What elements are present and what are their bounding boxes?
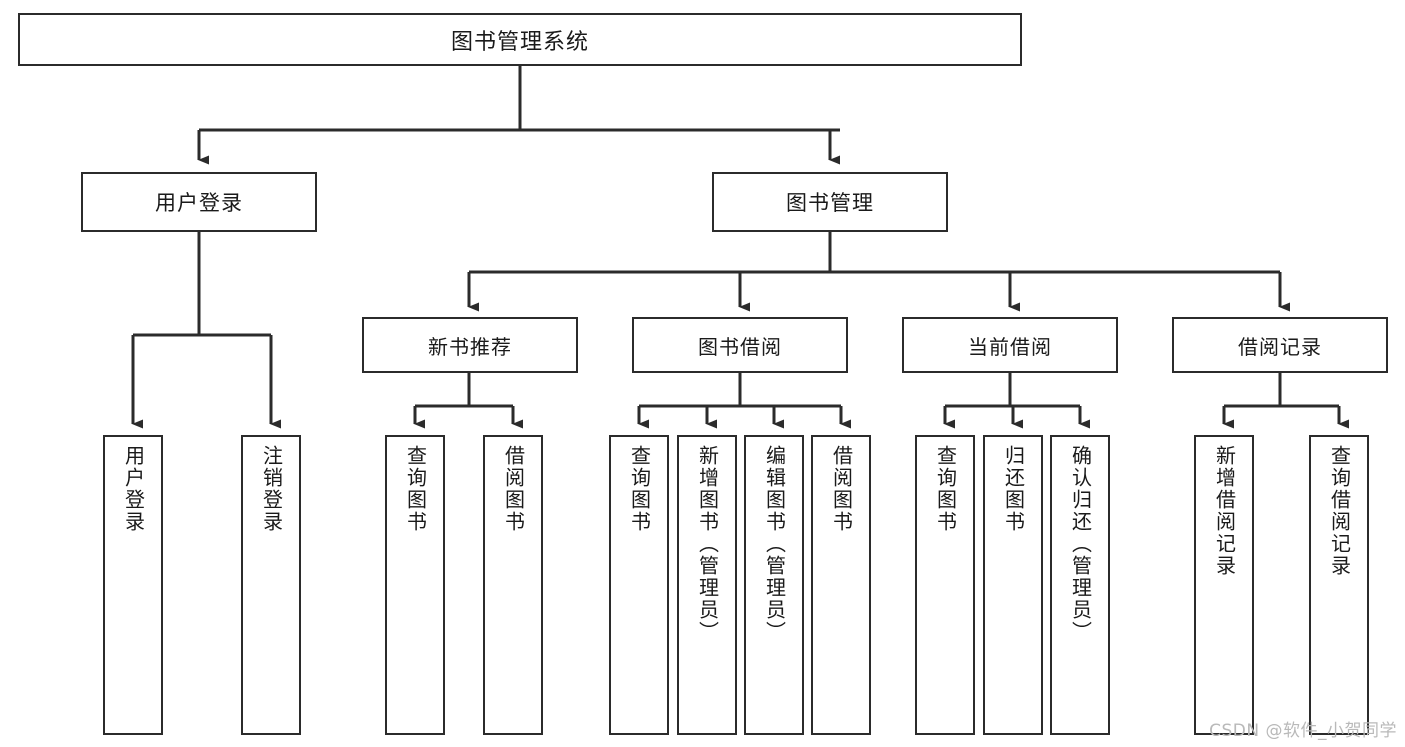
leaf-query-book-1-label: 查询图书 [403, 445, 428, 533]
leaf-logout[interactable]: 注销登录 [241, 435, 301, 735]
node-book-manage[interactable]: 图书管理 [712, 172, 948, 232]
leaf-query-record[interactable]: 查询借阅记录 [1309, 435, 1369, 735]
leaf-query-record-label: 查询借阅记录 [1327, 445, 1352, 577]
leaf-query-book-2[interactable]: 查询图书 [609, 435, 669, 735]
node-new-book-recommend[interactable]: 新书推荐 [362, 317, 578, 373]
node-user-login-label: 用户登录 [155, 191, 243, 215]
leaf-confirm-return[interactable]: 确认归还（管理员） [1050, 435, 1110, 735]
leaf-query-book-3-label: 查询图书 [933, 445, 958, 533]
node-root-label: 图书管理系统 [450, 29, 589, 55]
leaf-borrow-book-2[interactable]: 借阅图书 [811, 435, 871, 735]
node-current-borrow-label: 当前借阅 [968, 334, 1052, 359]
leaf-edit-book-label: 编辑图书（管理员） [762, 445, 787, 643]
node-root[interactable]: 图书管理系统 [18, 13, 1022, 66]
leaf-add-record[interactable]: 新增借阅记录 [1194, 435, 1254, 735]
leaf-edit-book[interactable]: 编辑图书（管理员） [744, 435, 804, 735]
leaf-return-book[interactable]: 归还图书 [983, 435, 1043, 735]
node-book-manage-label: 图书管理 [786, 191, 874, 215]
node-current-borrow[interactable]: 当前借阅 [902, 317, 1118, 373]
leaf-borrow-book-2-label: 借阅图书 [829, 445, 854, 533]
leaf-query-book-1[interactable]: 查询图书 [385, 435, 445, 735]
leaf-user-login-label: 用户登录 [121, 445, 146, 533]
leaf-logout-label: 注销登录 [259, 445, 284, 533]
leaf-user-login[interactable]: 用户登录 [103, 435, 163, 735]
leaf-add-book-label: 新增图书（管理员） [695, 445, 720, 643]
leaf-add-record-label: 新增借阅记录 [1212, 445, 1237, 577]
leaf-query-book-2-label: 查询图书 [627, 445, 652, 533]
csdn-watermark: CSDN @软件_小贺同学 [1209, 721, 1397, 741]
leaf-add-book[interactable]: 新增图书（管理员） [677, 435, 737, 735]
node-new-book-recommend-label: 新书推荐 [428, 334, 512, 359]
leaf-return-book-label: 归还图书 [1001, 445, 1026, 533]
node-book-borrow[interactable]: 图书借阅 [632, 317, 848, 373]
leaf-query-book-3[interactable]: 查询图书 [915, 435, 975, 735]
node-user-login[interactable]: 用户登录 [81, 172, 317, 232]
leaf-borrow-book-1[interactable]: 借阅图书 [483, 435, 543, 735]
leaf-confirm-return-label: 确认归还（管理员） [1068, 445, 1093, 643]
node-book-borrow-label: 图书借阅 [698, 334, 782, 359]
node-borrow-record[interactable]: 借阅记录 [1172, 317, 1388, 373]
leaf-borrow-book-1-label: 借阅图书 [501, 445, 526, 533]
node-borrow-record-label: 借阅记录 [1238, 334, 1322, 359]
